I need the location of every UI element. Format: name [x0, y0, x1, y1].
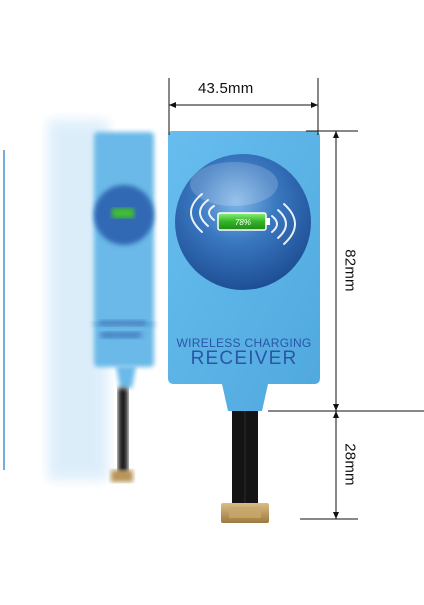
battery-percent: 78%	[235, 218, 251, 227]
battery-icon	[217, 212, 270, 231]
width-dimension-label: 43.5mm	[198, 80, 254, 97]
cable-dimension-label: 28mm	[341, 443, 359, 486]
receiver-title-line1: WIRELESS CHARGING	[176, 336, 312, 350]
dimension-lines	[168, 78, 424, 520]
blurred-receiver	[48, 120, 154, 482]
wireless-waves-icon	[190, 193, 296, 245]
receiver-title-line2: RECEIVER	[190, 348, 298, 369]
height-dimension-label: 82mm	[341, 249, 359, 292]
ghost-label-line1: WIRELESS CHARGING	[91, 322, 156, 328]
ghost-label-line2: RECEIVER	[104, 331, 145, 340]
